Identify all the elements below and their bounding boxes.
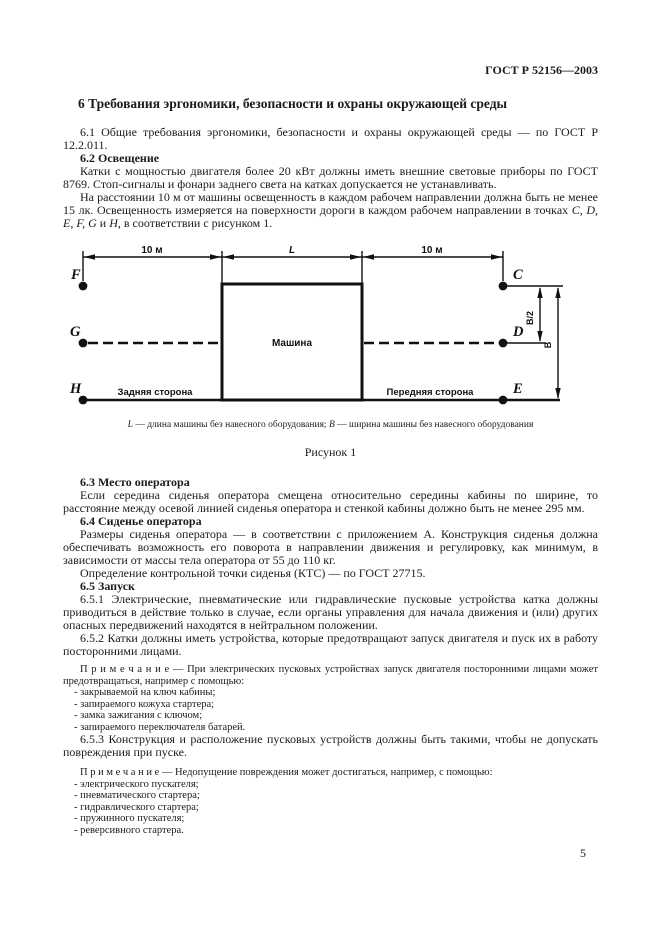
page-number: 5: [580, 846, 586, 860]
paragraph-6-4-b: Определение контрольной точки сиденья (К…: [80, 566, 426, 580]
illumination-points-diagram: 10 м L 10 м Машина B/2: [69, 245, 563, 405]
paragraph-6-2-b: На расстоянии 10 м от машины освещенност…: [63, 191, 598, 230]
note-2: П р и м е ч а н и е — Недопущение повреж…: [63, 767, 598, 836]
arrowhead: [363, 254, 374, 260]
point-d-dot: [498, 338, 508, 348]
arrowhead: [537, 287, 543, 298]
note-2-item: - электрического пускателя;: [74, 778, 199, 790]
figure-1: 10 м L 10 м Машина B/2: [63, 244, 598, 459]
arrowhead: [84, 254, 95, 260]
front-side-label: Передняя сторона: [387, 387, 475, 398]
point-f-dot: [78, 281, 88, 291]
subheading-6-5: 6.5 Запуск: [80, 579, 135, 593]
note-1-intro: П р и м е ч а н и е — При электрических …: [63, 664, 598, 687]
legend-l-symbol: L: [127, 420, 133, 430]
note-1-item: - замка зажигания с ключом;: [74, 710, 203, 721]
arrowhead: [491, 254, 502, 260]
note-2-intro: П р и м е ч а н и е — Недопущение повреж…: [80, 767, 493, 778]
b-label: B: [543, 341, 553, 348]
point-g-label: G: [70, 324, 81, 340]
legend-l-text: — длина машины без навесного оборудовани…: [132, 420, 329, 430]
arrowhead: [210, 254, 221, 260]
point-c-label: C: [513, 267, 523, 283]
arrowhead: [555, 388, 561, 399]
note-2-item: - пневматического стартера;: [74, 790, 200, 801]
subheading-6-2: 6.2 Освещение: [80, 151, 160, 165]
point-e-label: E: [512, 381, 523, 397]
note-2-item: - пружинного пускателя;: [74, 813, 185, 824]
point-e-dot: [498, 395, 508, 405]
figure-number: Рисунок 1: [304, 445, 357, 459]
legend-b-symbol: В: [328, 420, 335, 430]
note-2-item: - гидравлического стартера;: [74, 801, 199, 813]
paragraph-6-2-b-tail: , в соответствии с рисунком 1.: [117, 216, 273, 230]
note-1-item: - запираемого кожуха стартера;: [74, 698, 215, 710]
paragraph-6-2-b-text: На расстоянии 10 м от машины освещенност…: [63, 190, 598, 217]
point-h-label: H: [69, 381, 82, 397]
paragraph-6-1: 6.1 Общие требования эргономики, безопас…: [63, 125, 598, 152]
paragraph-6-5-3: 6.5.3 Конструкция и расположение пусковы…: [63, 732, 598, 759]
conjunction: и: [96, 216, 110, 230]
note-1: П р и м е ч а н и е — При электрических …: [63, 664, 598, 733]
subheading-6-4: 6.4 Сиденье оператора: [80, 514, 202, 528]
note-2-item: - реверсивного стартера.: [74, 824, 184, 836]
machine-label: Машина: [272, 338, 313, 349]
paragraph-6-5-1: 6.5.1 Электрические, пневматические или …: [63, 592, 598, 632]
arrowhead: [537, 331, 543, 342]
section-heading: 6 Требования эргономики, безопасности и …: [78, 96, 508, 111]
note-1-item: - закрываемой на ключ кабины;: [74, 687, 216, 698]
arrowhead: [555, 287, 561, 298]
note-1-item: - запираемого переключателя батарей.: [74, 721, 246, 733]
dimension-label-length: L: [289, 245, 295, 256]
standard-code: ГОСТ Р 52156—2003: [485, 63, 598, 77]
point-g-dot: [78, 338, 88, 348]
figure-legend: L — длина машины без навесного оборудова…: [63, 420, 598, 431]
point-h-dot: [78, 395, 88, 405]
page-content: ГОСТ Р 52156—2003 6 Требования эргономик…: [63, 0, 598, 836]
legend-b-text: — ширина машины без навесного оборудован…: [334, 420, 534, 430]
point-letters: C, D, E, F, G: [63, 203, 598, 230]
section-body: 6.1 Общие требования эргономики, безопас…: [63, 126, 598, 230]
subheading-6-3: 6.3 Место оператора: [80, 475, 190, 489]
b-half-label: B/2: [525, 311, 535, 325]
paragraph-6-2-a: Катки с мощностью двигателя более 20 кВт…: [63, 164, 598, 191]
machine-outline: [220, 282, 364, 402]
paragraph-6-3: Если середина сиденья оператора смещена …: [63, 488, 598, 515]
point-d-label: D: [512, 324, 524, 340]
point-f-label: F: [70, 267, 81, 283]
arrowhead: [350, 254, 361, 260]
arrowhead: [223, 254, 234, 260]
running-header: ГОСТ Р 52156—2003: [63, 0, 598, 77]
rear-side-label: Задняя сторона: [118, 387, 194, 398]
paragraph-6-5-2: 6.5.2 Катки должны иметь устройства, кот…: [63, 631, 598, 658]
section-body-continued: 6.3 Место оператора Если середина сидень…: [63, 476, 598, 836]
point-letter-h: H: [109, 216, 118, 230]
dimension-label-right: 10 м: [421, 245, 442, 256]
paragraph-6-4-a: Размеры сиденья оператора — в соответств…: [63, 527, 598, 567]
dimension-label-left: 10 м: [141, 245, 162, 256]
point-c-dot: [498, 281, 508, 291]
